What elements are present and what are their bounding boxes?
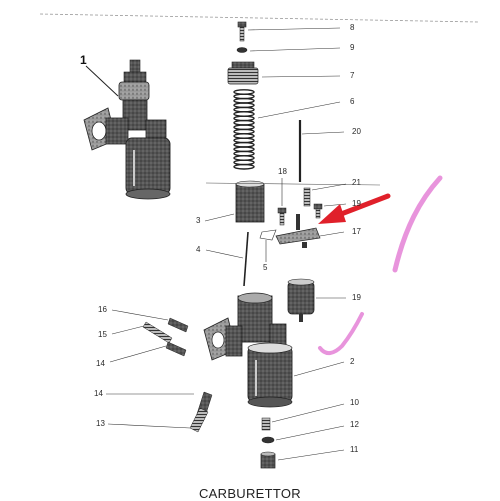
leader-7 bbox=[261, 75, 341, 78]
label-12: 12 bbox=[350, 420, 359, 429]
assembled-carburettor bbox=[83, 59, 171, 200]
label-17: 17 bbox=[352, 227, 361, 236]
carb-body bbox=[203, 292, 293, 408]
leader-15 bbox=[111, 325, 145, 335]
leader-21 bbox=[311, 183, 347, 191]
leader-12 bbox=[275, 425, 345, 441]
label-13: 13 bbox=[96, 419, 105, 428]
axis-line bbox=[205, 182, 381, 186]
label-21: 21 bbox=[352, 178, 361, 187]
label-20: 20 bbox=[352, 127, 361, 136]
throttle-slide bbox=[235, 180, 265, 223]
part-12-washer bbox=[261, 436, 275, 444]
label-6: 6 bbox=[350, 97, 355, 106]
carb-cap bbox=[227, 61, 259, 85]
label-5: 5 bbox=[263, 263, 268, 272]
label-18: 18 bbox=[278, 167, 287, 176]
diagram-caption: CARBURETTOR bbox=[198, 486, 301, 501]
label-10: 10 bbox=[350, 398, 359, 407]
label-14-lower: 14 bbox=[94, 389, 103, 398]
leader-19-screw bbox=[323, 203, 347, 207]
highlight-stroke-upper bbox=[392, 175, 443, 273]
part-11-nut bbox=[260, 451, 276, 469]
part-15-pin bbox=[142, 321, 173, 344]
label-11: 11 bbox=[350, 445, 359, 454]
label-15: 15 bbox=[98, 330, 107, 339]
leader-14-upper bbox=[109, 345, 167, 363]
small-screw-18 bbox=[277, 207, 287, 226]
slide-spring bbox=[233, 89, 255, 170]
leader-4 bbox=[205, 249, 244, 259]
leader-10 bbox=[271, 403, 345, 423]
top-screw bbox=[237, 21, 247, 42]
label-16: 16 bbox=[98, 305, 107, 314]
label-19-screw: 19 bbox=[352, 199, 361, 208]
label-9: 9 bbox=[350, 43, 355, 52]
leader-17 bbox=[319, 231, 345, 237]
leader-2 bbox=[293, 361, 345, 377]
label-4: 4 bbox=[196, 245, 201, 254]
part-10-jet bbox=[261, 417, 271, 431]
label-7: 7 bbox=[350, 71, 355, 80]
leader-3 bbox=[204, 213, 235, 222]
highlight-stroke-lower bbox=[318, 312, 364, 355]
float-lever bbox=[275, 214, 321, 248]
leader-16 bbox=[111, 309, 169, 321]
leader-13 bbox=[107, 423, 191, 429]
float-cylinder bbox=[287, 278, 315, 322]
top-washer bbox=[236, 47, 248, 53]
label-1: 1 bbox=[80, 53, 87, 67]
jet-needle bbox=[243, 231, 249, 287]
label-19: 19 bbox=[352, 293, 361, 302]
leader-11 bbox=[277, 449, 345, 461]
part-14-upper-screw bbox=[165, 341, 187, 357]
needle-clip bbox=[259, 229, 277, 241]
spring-coil bbox=[233, 163, 255, 170]
part-13-screw bbox=[189, 407, 209, 433]
label-14-upper: 14 bbox=[96, 359, 105, 368]
leader-8 bbox=[247, 27, 341, 31]
leader-9 bbox=[249, 47, 341, 52]
leader-6 bbox=[257, 101, 341, 119]
frame-top-line bbox=[39, 13, 479, 23]
label-3: 3 bbox=[196, 216, 201, 225]
red-arrow bbox=[318, 193, 391, 224]
part-16-screw bbox=[167, 317, 189, 333]
right-screws bbox=[303, 187, 323, 219]
label-8: 8 bbox=[350, 23, 355, 32]
label-2: 2 bbox=[350, 357, 355, 366]
leader-1 bbox=[85, 65, 119, 97]
leader-20 bbox=[301, 131, 345, 135]
